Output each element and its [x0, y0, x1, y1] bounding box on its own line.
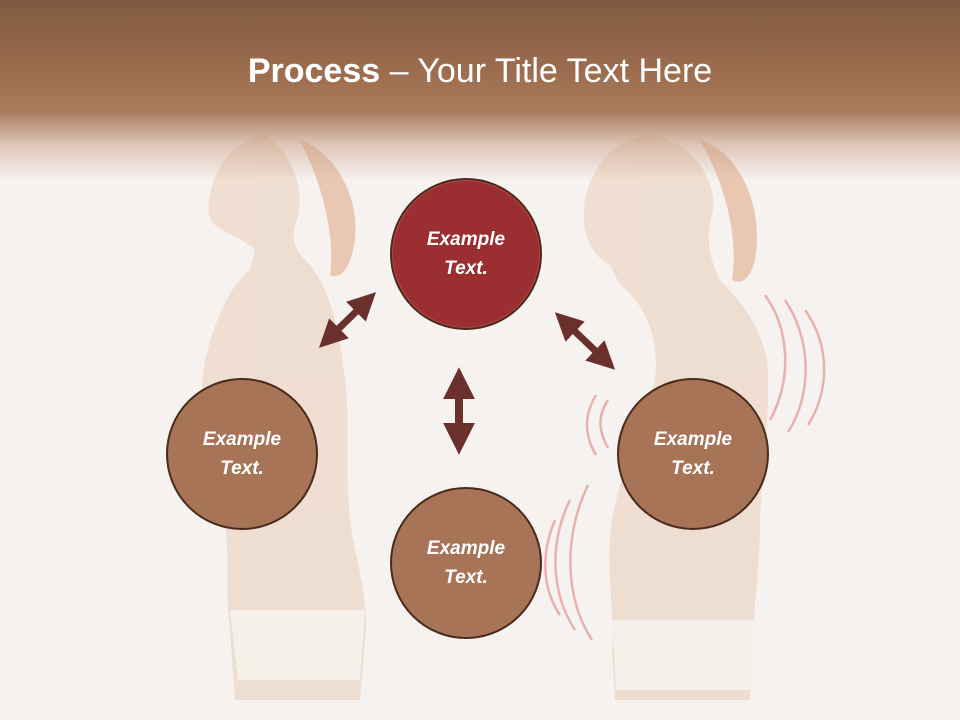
node-left-line1: Example [202, 429, 282, 450]
node-bottom-line2: Text. [444, 567, 488, 588]
node-top: Example Text. [390, 178, 542, 330]
node-top-line2: Text. [444, 258, 488, 279]
slide-title: Process – Your Title Text Here [0, 52, 960, 91]
arrow-top-left [318, 292, 377, 348]
node-bottom: Example Text. [390, 487, 542, 639]
arrow-top-right [554, 312, 616, 370]
node-right-line1: Example [653, 429, 733, 450]
title-bold-text: Process [247, 52, 381, 90]
node-right-line2: Text. [671, 458, 715, 479]
node-right: Example Text. [617, 378, 769, 530]
node-top-line1: Example [426, 229, 506, 250]
title-bar [0, 0, 960, 180]
node-left: Example Text. [166, 378, 318, 530]
node-left-line2: Text. [220, 458, 264, 479]
node-bottom-line1: Example [426, 538, 506, 559]
title-rest-text: – Your Title Text Here [380, 52, 713, 90]
